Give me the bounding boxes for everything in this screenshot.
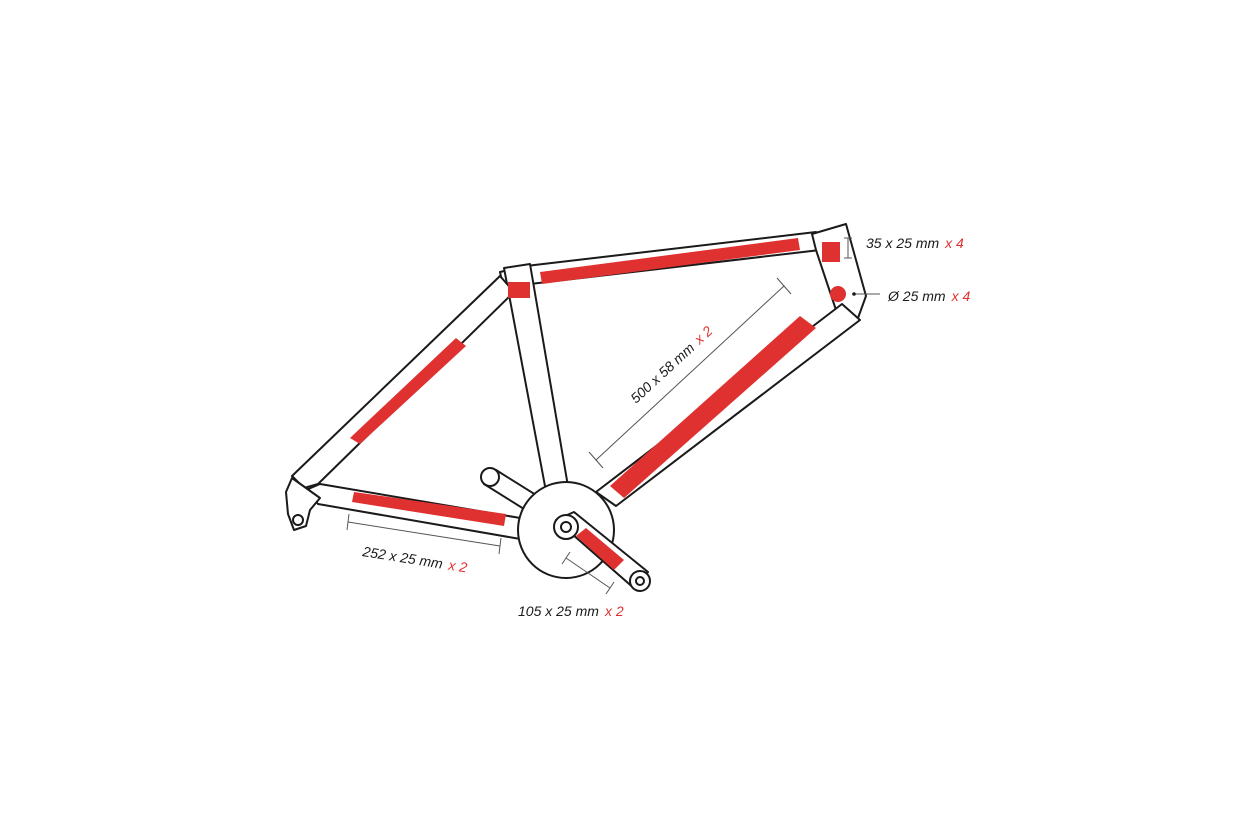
chain-stay-qty: x 2 (446, 557, 468, 576)
dot-label: Ø 25 mm x 4 (887, 288, 970, 304)
seat-cluster-patch (508, 282, 530, 298)
crank-qty: x 2 (604, 603, 624, 619)
dot-leader-end (852, 292, 856, 296)
crank-size: 105 x 25 mm (518, 603, 599, 619)
seat-tube (503, 263, 571, 503)
crank-spindle-bolt (560, 521, 572, 533)
down-tube-qty: x 2 (690, 323, 715, 348)
chain-stay-dimension-tick-start (346, 513, 350, 531)
chain-stay-size: 252 x 25 mm (361, 543, 445, 572)
down-tube-dimension-line (595, 285, 785, 461)
head-tube-patch (822, 242, 840, 262)
down-tube-dimension-tick-start (588, 451, 604, 469)
down-tube-patch (610, 316, 816, 498)
chain-stay-patch (352, 492, 506, 526)
head-tube-dot (830, 286, 846, 302)
crank-arm-back-end (480, 467, 500, 487)
down-tube-size: 500 x 58 mm (627, 339, 697, 406)
crank-label: 105 x 25 mm x 2 (518, 603, 624, 619)
top-tube-patch (540, 238, 800, 284)
chain-stay-dimension-tick-end (498, 537, 502, 555)
head-patch-size: 35 x 25 mm (866, 235, 939, 251)
crank-dimension-tick-end (605, 581, 615, 595)
down-tube-dimension-tick-end (776, 277, 792, 295)
head-patch-label: 35 x 25 mm x 4 (866, 235, 964, 251)
crank-dimension-tick-start (561, 551, 571, 565)
chain-stay-dimension-line (347, 521, 501, 547)
crank-dimension-line (565, 557, 611, 589)
pedal-mount-hole (635, 576, 645, 586)
seat-stay-patch (350, 338, 466, 444)
seat-stay (291, 275, 515, 489)
dot-size: Ø 25 mm (887, 288, 946, 304)
dropout-hole (292, 514, 304, 526)
head-patch-qty: x 4 (944, 235, 964, 251)
dimension-markers (346, 237, 880, 595)
head-tube (811, 223, 867, 319)
crank-patch (576, 528, 624, 570)
down-tube-label: 500 x 58 mmx 2 (627, 323, 716, 407)
protection-patches (350, 238, 846, 570)
dot-qty: x 4 (951, 288, 971, 304)
